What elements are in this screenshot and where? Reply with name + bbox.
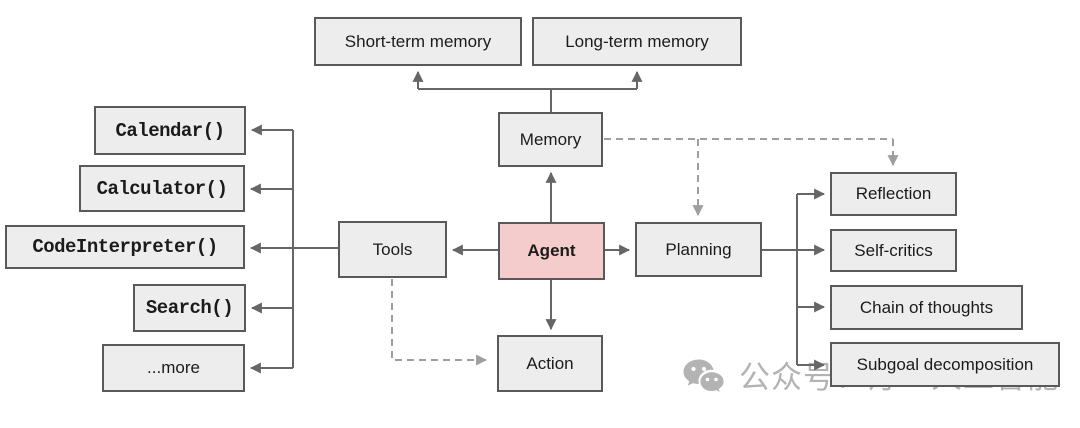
node-subgoal-decomposition: Subgoal decomposition	[830, 342, 1060, 387]
node-search: Search()	[133, 284, 246, 332]
node-short-term-memory: Short-term memory	[314, 17, 522, 66]
edge-tools-action-dashed	[391, 279, 488, 366]
node-action: Action	[497, 335, 603, 392]
node-reflection: Reflection	[830, 172, 957, 216]
node-memory: Memory	[498, 112, 603, 167]
edge-tools-trunk	[292, 130, 338, 368]
node-calendar: Calendar()	[94, 106, 246, 155]
node-agent: Agent	[498, 222, 605, 280]
node-chain-of-thoughts: Chain of thoughts	[830, 285, 1023, 330]
node-long-term-memory: Long-term memory	[532, 17, 742, 66]
wechat-icon	[683, 359, 726, 395]
node-more: ...more	[102, 344, 245, 392]
node-self-critics: Self-critics	[830, 229, 957, 272]
node-tools: Tools	[338, 221, 447, 278]
node-planning: Planning	[635, 222, 762, 277]
node-code-interpreter: CodeInterpreter()	[5, 225, 245, 269]
edge-planning-trunk	[762, 194, 798, 365]
node-calculator: Calculator()	[79, 165, 245, 212]
